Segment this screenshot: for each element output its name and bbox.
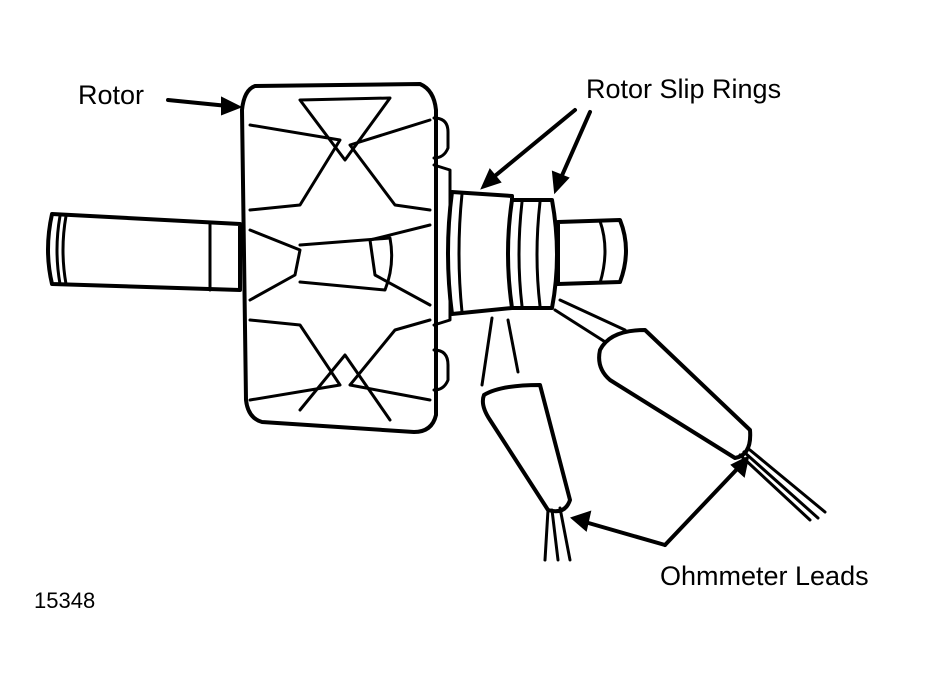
ohmmeter-leads-label: Ohmmeter Leads xyxy=(660,561,869,591)
slip-rings xyxy=(446,190,559,316)
rotor-arrow xyxy=(166,96,243,116)
left-shaft xyxy=(46,212,242,292)
ohmmeter-lead-1 xyxy=(480,316,572,562)
right-shaft xyxy=(556,218,628,286)
figure-number: 15348 xyxy=(34,588,96,613)
ohmmeter-lead-2 xyxy=(553,298,827,522)
slip-ring-arrows xyxy=(480,108,592,195)
rotor-body xyxy=(240,82,452,434)
rotor-label: Rotor xyxy=(78,80,145,110)
ohmmeter-arrows xyxy=(570,455,750,547)
slip-rings-label: Rotor Slip Rings xyxy=(586,74,782,104)
